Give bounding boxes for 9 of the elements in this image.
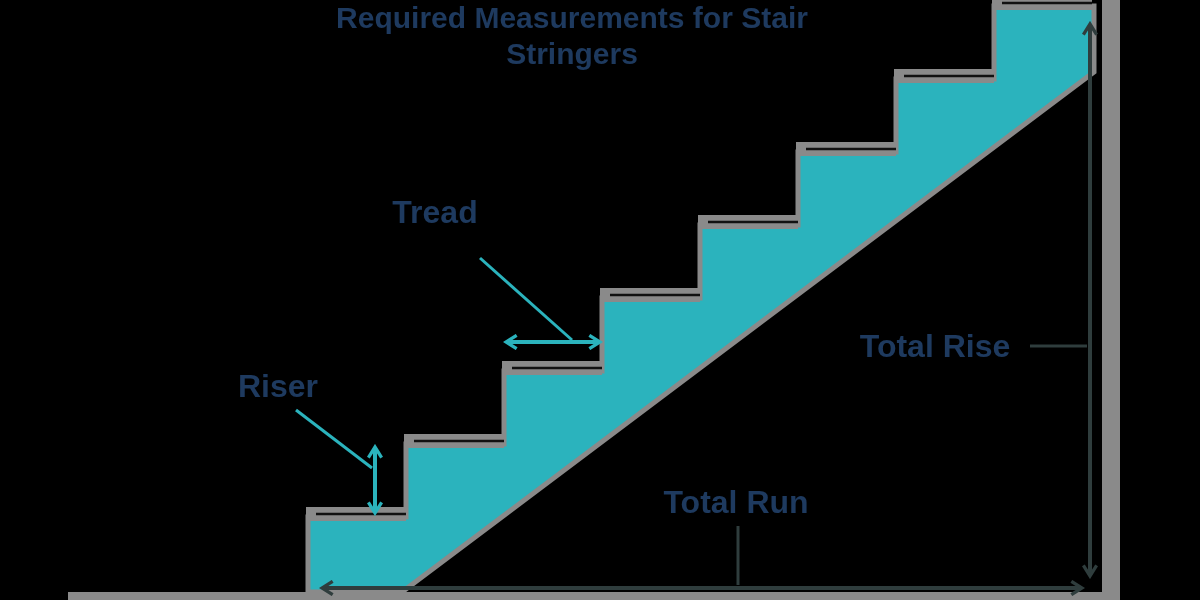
leader-line xyxy=(479,256,573,342)
leader-line xyxy=(736,526,740,585)
leader-line xyxy=(295,408,373,470)
dimension-label: Riser xyxy=(228,366,328,406)
dimension-label: Total Rise xyxy=(846,326,1024,366)
dimension-label: Total Run xyxy=(648,482,824,522)
dimension-label: Tread xyxy=(380,192,490,232)
leader-line xyxy=(1030,344,1087,348)
title: Required Measurements for Stair Stringers xyxy=(335,0,809,72)
